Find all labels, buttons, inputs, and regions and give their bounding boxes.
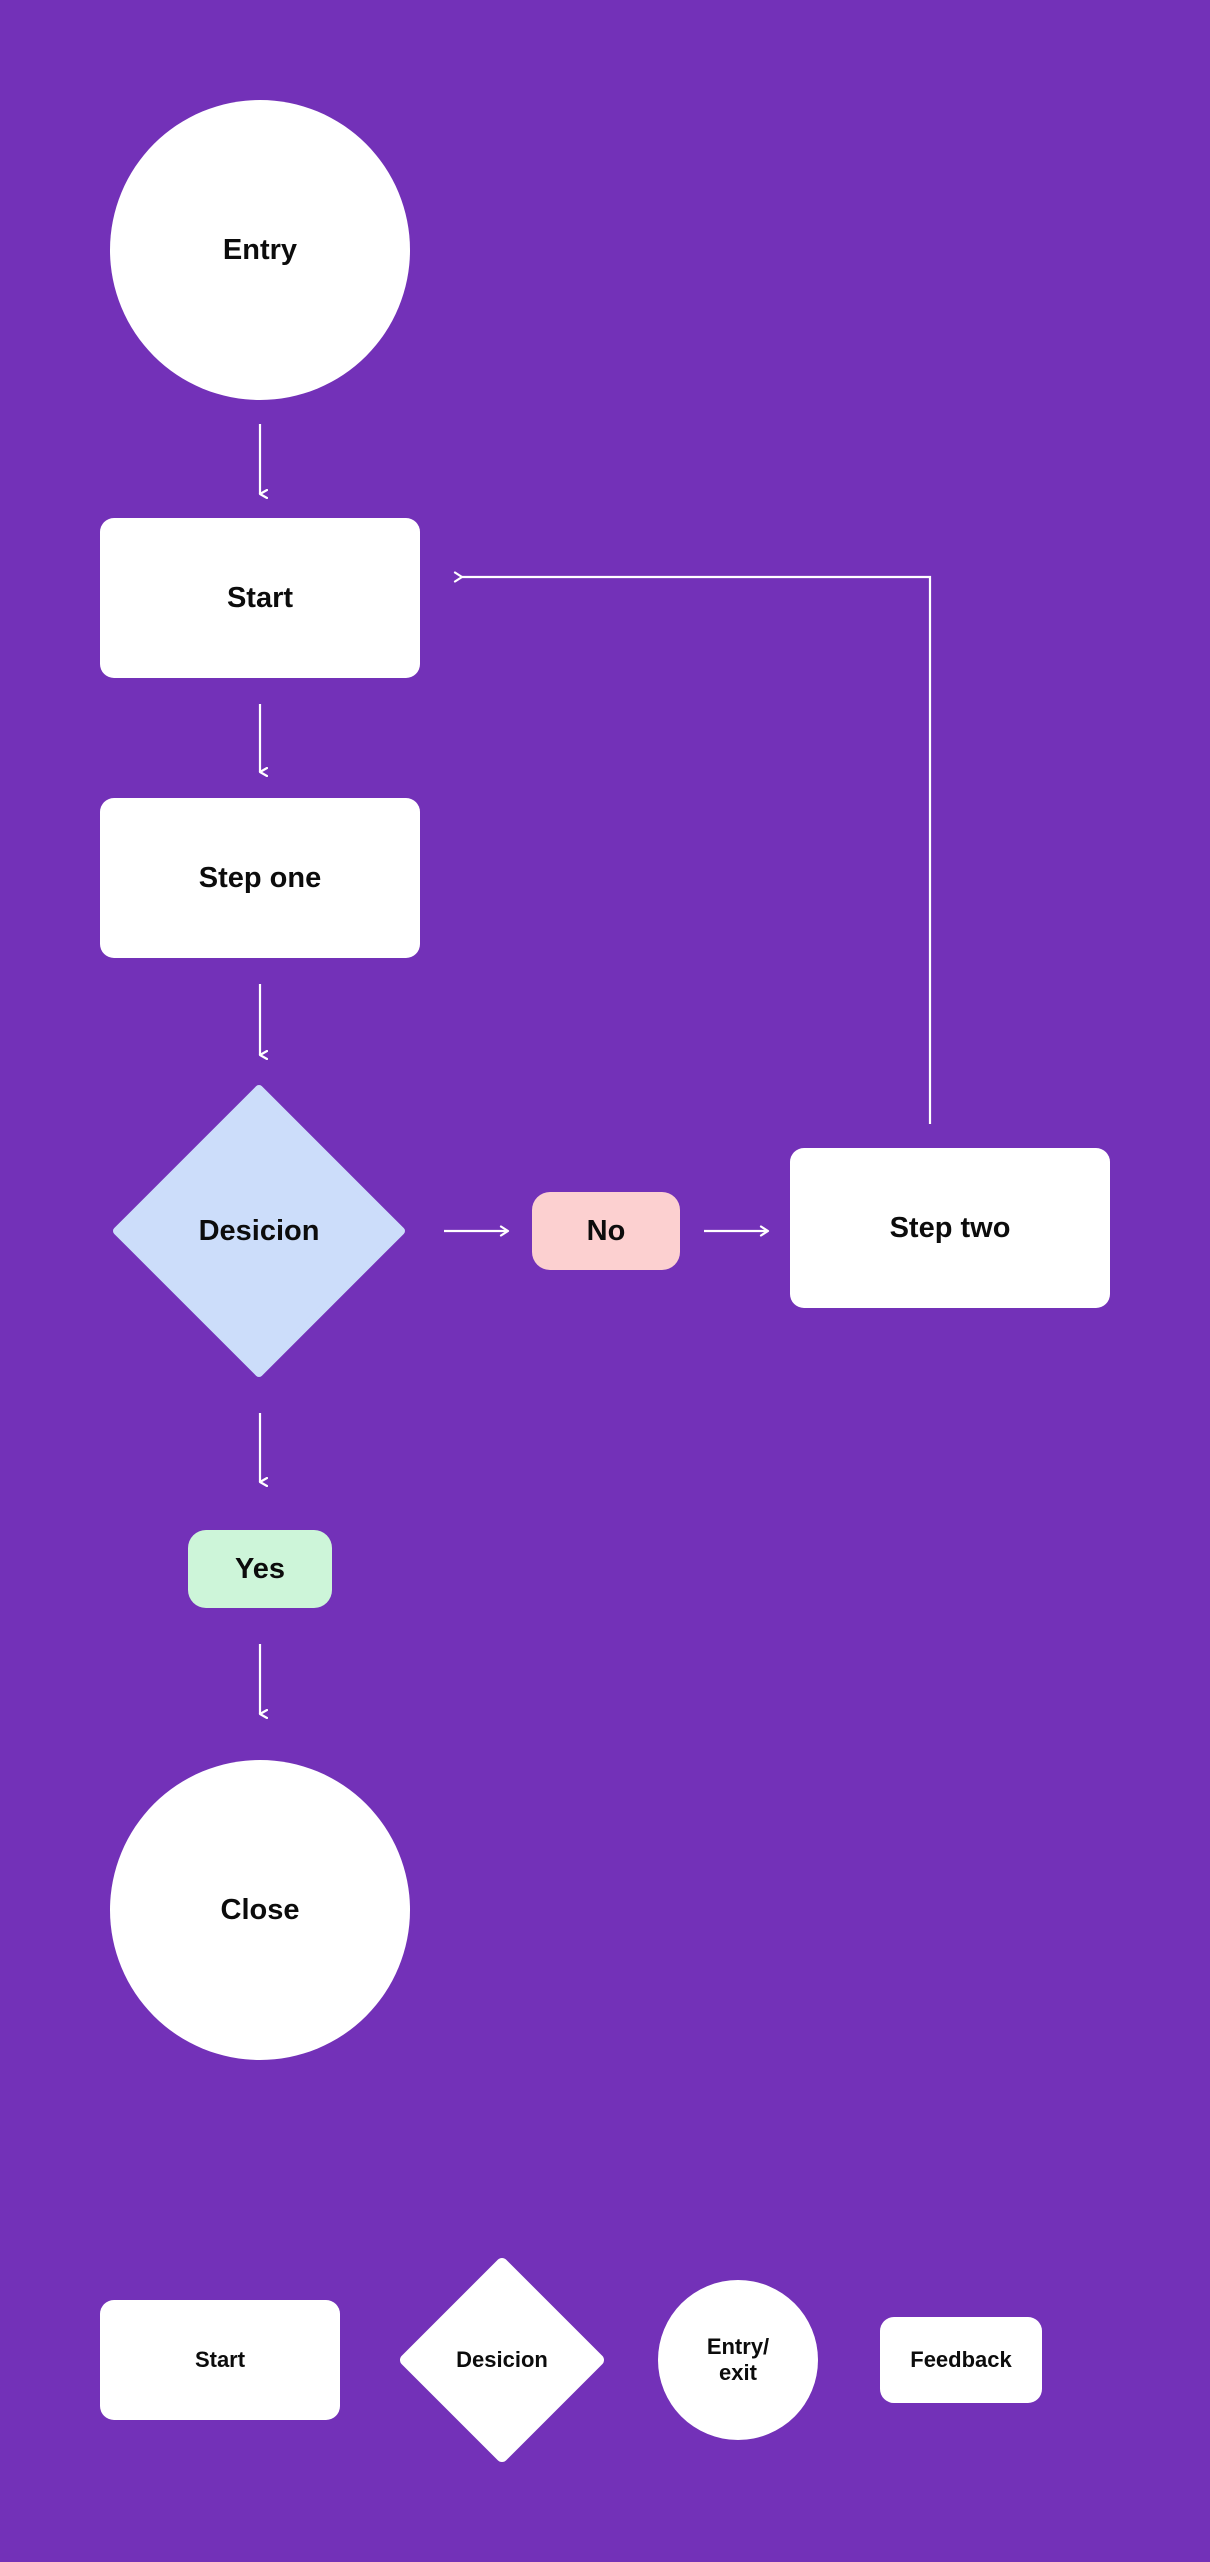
connector-step-two-feedback [453,571,932,1124]
node-step-one-label: Step one [198,861,322,894]
legend-item-start[interactable]: Start [100,2300,340,2420]
branch-badge-no-label: No [586,1214,626,1247]
node-close[interactable]: Close [110,1760,410,2060]
branch-badge-no[interactable]: No [532,1192,680,1270]
legend-item-decision-label: Desicion [456,2347,548,2372]
legend-item-feedback[interactable]: Feedback [880,2317,1042,2403]
node-step-one[interactable]: Step one [100,798,420,958]
diamond-shape [400,2258,604,2462]
legend-item-entry-exit[interactable]: Entry/ exit [658,2280,818,2440]
branch-badge-yes-label: Yes [235,1552,285,1585]
legend-item-entry-exit-label-line-1: Entry/ [706,2334,770,2360]
legend-item-feedback-label: Feedback [910,2347,1012,2373]
node-close-label: Close [220,1893,300,1926]
node-start[interactable]: Start [100,518,420,678]
node-entry-label: Entry [222,233,298,266]
node-start-label: Start [226,581,294,614]
diamond-shape [113,1085,405,1377]
legend-item-entry-exit-label-line-2: exit [719,2360,757,2385]
node-step-two-label: Step two [889,1211,1011,1244]
branch-badge-yes[interactable]: Yes [188,1530,332,1608]
node-decision-label: Desicion [198,1214,320,1247]
node-entry[interactable]: Entry [110,100,410,400]
legend-item-decision[interactable]: Desicion [400,2258,604,2462]
node-decision[interactable]: Desicion [113,1085,405,1377]
legend-item-start-label: Start [194,2347,246,2373]
node-step-two[interactable]: Step two [790,1148,1110,1308]
